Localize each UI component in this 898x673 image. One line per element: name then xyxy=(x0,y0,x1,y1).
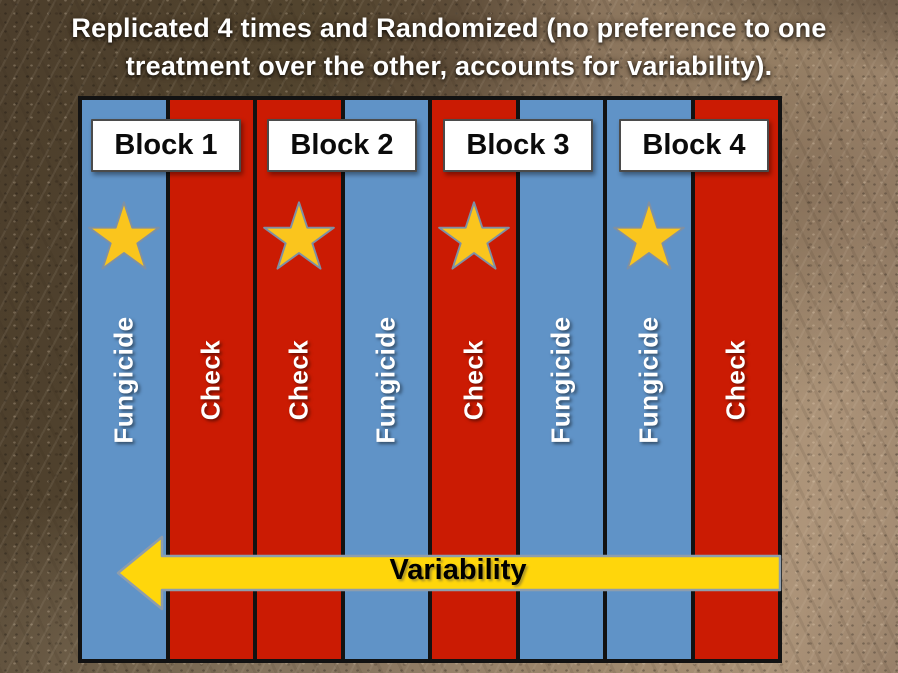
strip-label: Check xyxy=(195,339,226,420)
strip-label: Check xyxy=(458,339,489,420)
strip-check-3: Check xyxy=(257,100,341,659)
strip-fungicide-7: Fungicide xyxy=(607,100,691,659)
strip-label: Fungicide xyxy=(108,315,139,444)
strip-fungicide-1: Fungicide xyxy=(82,100,166,659)
title-line-2: treatment over the other, accounts for v… xyxy=(125,51,773,81)
star-icon xyxy=(87,201,160,270)
variability-label: Variability xyxy=(389,554,527,586)
strip-label: Check xyxy=(283,339,314,420)
strip-check-2: Check xyxy=(169,100,253,659)
star-icon xyxy=(262,201,335,270)
strip-check-8: Check xyxy=(694,100,778,659)
strip-label: Fungicide xyxy=(633,315,664,444)
block-label-1: Block 1 xyxy=(91,119,241,172)
strip-label: Fungicide xyxy=(545,315,576,444)
block-label-4: Block 4 xyxy=(619,119,769,172)
slide-title: Replicated 4 times and Randomized (no pr… xyxy=(0,9,898,85)
strip-label: Check xyxy=(720,339,751,420)
star-icon xyxy=(612,201,685,270)
block-label-2: Block 2 xyxy=(267,119,417,172)
strip-label: Fungicide xyxy=(370,315,401,444)
title-line-1: Replicated 4 times and Randomized (no pr… xyxy=(71,13,827,43)
star-icon xyxy=(437,201,510,270)
block-label-3: Block 3 xyxy=(443,119,593,172)
